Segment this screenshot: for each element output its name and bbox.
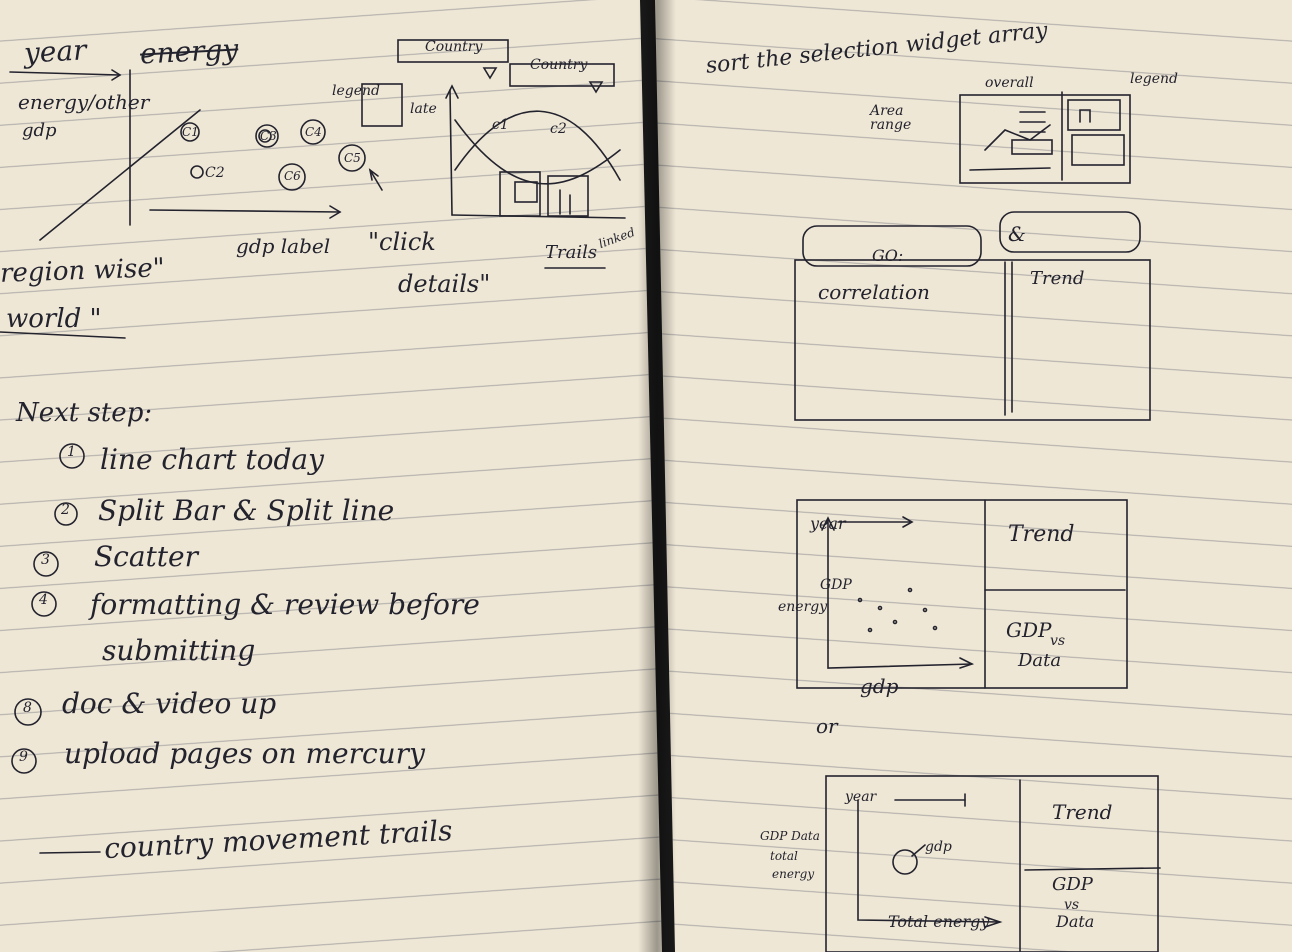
curve-c1-label: c1 — [492, 117, 509, 133]
gdp-label: gdp — [22, 120, 57, 141]
trend-curve-1 — [454, 110, 621, 181]
panel-3-left-label-2: total — [770, 849, 798, 863]
panel-2-energy-label: energy — [778, 599, 828, 615]
step-1-number: 1 — [67, 444, 76, 460]
panel-1-trend-label: Trend — [1030, 268, 1085, 289]
details-note: details" — [398, 270, 491, 298]
bubble-c5-label: C5 — [344, 151, 361, 165]
panel-scatter — [796, 499, 1128, 689]
bubble-circle — [892, 849, 918, 875]
panel-2-trend-label: Trend — [1008, 522, 1075, 547]
panel-correlation-trend — [794, 259, 1151, 421]
step-2-number: 2 — [61, 502, 70, 518]
world-label: world " — [6, 304, 102, 334]
x-axis-line — [149, 209, 341, 213]
bubble-c6 — [278, 163, 306, 191]
panel-3-year-label: year — [845, 789, 877, 805]
search-box-2-text: & — [1008, 222, 1026, 246]
panel-3-gdp-label: gdp — [925, 839, 952, 855]
panel-3-left-label-3: energy — [772, 867, 815, 881]
late-label: late — [410, 101, 437, 117]
notebook-gutter — [638, 0, 676, 952]
trend-curve-2 — [454, 119, 621, 185]
legend-label: legend — [332, 83, 380, 99]
bubble-c3-label: C3 — [260, 129, 277, 143]
country-dropdown-2-label: Country — [530, 57, 588, 73]
area-range-label: Area range — [870, 103, 912, 133]
panel-2-x-label: gdp — [860, 674, 899, 698]
step-4-number: 4 — [39, 592, 48, 608]
y-axis-label: energy/other — [18, 90, 150, 114]
panel-2-gdp-label: GDP — [820, 577, 852, 593]
top-legend-label: legend — [1130, 71, 1178, 87]
step-4-text: formatting & review before — [90, 588, 480, 621]
step-4-continuation: submitting — [102, 634, 256, 667]
panel-3-trend-label: Trend — [1052, 800, 1113, 824]
panel-3-gdp-vs-gdp: GDP — [1052, 874, 1093, 895]
panel-3-gdp-vs-vs: vs — [1064, 897, 1080, 913]
bubble-c2-label: C2 — [205, 165, 225, 181]
country-dropdown-1-box — [397, 39, 509, 63]
panel-bubble — [825, 775, 1159, 952]
step-3-text: Scatter — [94, 540, 199, 573]
left-sketch-drawing — [0, 39, 626, 854]
bubble-c4-label: C4 — [305, 125, 322, 139]
bubble-c1 — [180, 122, 200, 142]
search-box-1 — [802, 225, 982, 267]
bubble-c3 — [255, 124, 279, 148]
year-arrow — [9, 71, 121, 76]
step-3-number: 3 — [41, 552, 50, 568]
click-note: "click — [368, 228, 436, 256]
step-8-text: doc & video up — [62, 687, 277, 720]
panel-1-correlation-label: correlation — [818, 280, 930, 304]
overall-label: overall — [985, 75, 1034, 91]
or-label: or — [816, 714, 838, 738]
bubble-c2 — [190, 165, 204, 179]
country-dropdown-1-label: Country — [425, 39, 483, 55]
trails-label: Trails — [545, 242, 598, 263]
step-2-text: Split Bar & Split line — [98, 494, 395, 527]
step-1-text: line chart today — [100, 443, 324, 476]
step-9-text: upload pages on mercury — [64, 737, 425, 770]
panel-2-gdp-vs-vs: vs — [1050, 633, 1066, 649]
bubble-c1-label: C1 — [182, 125, 199, 139]
x-axis-label: gdp label — [236, 234, 331, 258]
bubble-c6-label: C6 — [284, 169, 301, 183]
bubble-c4 — [300, 119, 326, 145]
top-dashboard-box — [959, 94, 1131, 184]
bubble-c5 — [338, 144, 366, 172]
notebook-right-page — [655, 0, 1292, 952]
curve-c2-label: c2 — [550, 121, 567, 137]
panel-3-x-label: Total energy — [888, 912, 990, 931]
next-step-title: Next step: — [16, 398, 153, 428]
step-9-number: 9 — [19, 749, 28, 765]
country-dropdown-2-box — [509, 63, 615, 87]
search-box-1-text: GO: — [872, 246, 904, 265]
search-box-2 — [999, 211, 1141, 253]
panel-3-left-label-1: GDP Data — [760, 829, 820, 843]
legend-box — [361, 83, 403, 127]
panel-2-year-label: year — [810, 514, 846, 533]
notebook-left-page — [0, 0, 662, 952]
step-8-number: 8 — [23, 700, 32, 716]
panel-2-gdp-vs-gdp: GDP — [1006, 618, 1052, 642]
panel-2-gdp-vs-data: Data — [1018, 650, 1062, 671]
panel-3-gdp-vs-data: Data — [1056, 912, 1095, 931]
diagonal-axis — [39, 109, 201, 241]
